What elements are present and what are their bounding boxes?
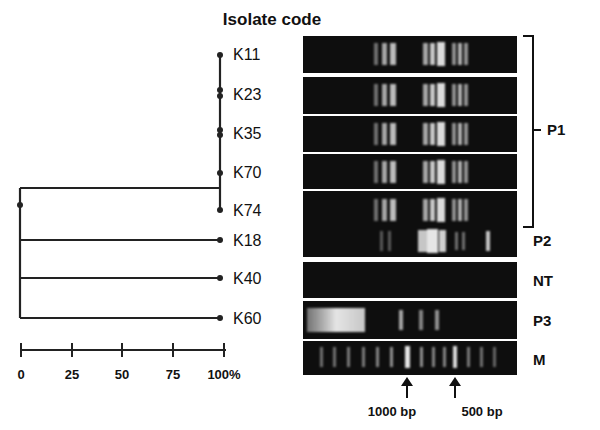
isolate-code: K11 xyxy=(233,46,260,64)
isolate-code: K60 xyxy=(233,310,261,328)
band-size-label: 500 bp xyxy=(461,405,502,419)
band-size-label: 1000 bp xyxy=(368,405,416,419)
size-arrows xyxy=(401,377,461,398)
gel-lanes xyxy=(303,36,517,375)
pattern-label: M xyxy=(533,352,546,369)
figure-title: Isolate code xyxy=(223,11,321,30)
isolate-code: K35 xyxy=(233,125,261,143)
pattern-label: P3 xyxy=(533,313,551,330)
axis-tick-label: 100% xyxy=(207,368,240,382)
pattern-label: NT xyxy=(533,273,553,290)
similarity-axis xyxy=(20,343,226,357)
isolate-code: K23 xyxy=(233,86,261,104)
cluster-bracket xyxy=(523,36,541,227)
isolate-code: K74 xyxy=(233,202,261,220)
pattern-label: P2 xyxy=(533,233,551,250)
isolate-code: K70 xyxy=(233,164,261,182)
isolate-code: K18 xyxy=(233,232,261,250)
axis-tick-label: 75 xyxy=(166,368,180,382)
axis-tick-label: 50 xyxy=(115,368,129,382)
axis-tick-label: 0 xyxy=(17,368,24,382)
axis-tick-label: 25 xyxy=(65,368,79,382)
dendrogram-nodes xyxy=(17,52,223,321)
pattern-label: P1 xyxy=(547,122,565,139)
dendrogram xyxy=(20,55,220,318)
isolate-code: K40 xyxy=(233,270,261,288)
